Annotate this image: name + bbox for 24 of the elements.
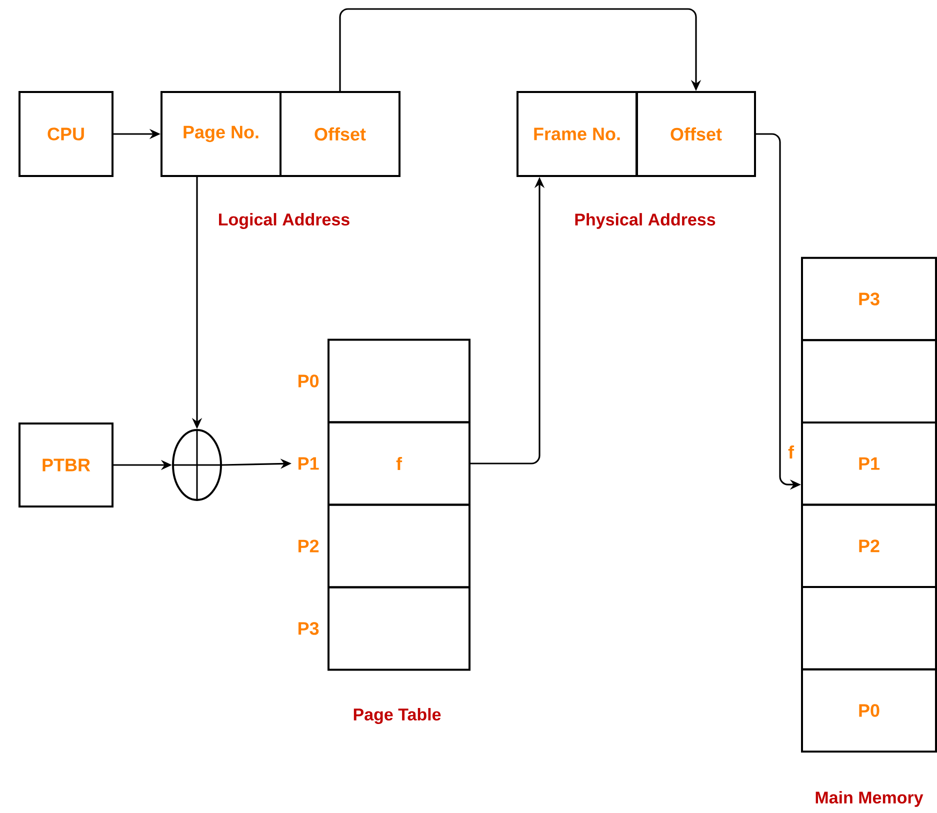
- adder-circle: [171, 428, 223, 502]
- caption-label: Page Table: [354, 708, 441, 724]
- memory-frame: [801, 586, 937, 670]
- address-field-box: Frame No.: [516, 91, 638, 177]
- register-box: CPU: [18, 91, 114, 177]
- caption-label: Logical Address: [219, 213, 350, 229]
- caption-label: Main Memory: [816, 791, 924, 807]
- address-field-box: Offset: [636, 91, 756, 177]
- memory-frame: P3: [801, 256, 937, 342]
- row-label: P3: [298, 622, 319, 635]
- address-field-box: Page No.: [160, 91, 282, 177]
- row-label: P1: [298, 457, 319, 470]
- caption-label: Physical Address: [575, 213, 716, 229]
- memory-frame: P0: [801, 668, 937, 753]
- arrow: [339, 8, 702, 91]
- memory-frame: P1: [801, 421, 937, 506]
- row-label: P2: [298, 540, 319, 552]
- memory-frame: [801, 339, 937, 424]
- register-box: PTBR: [18, 422, 114, 508]
- page-table-entry: f: [328, 421, 470, 506]
- row-label: P0: [298, 374, 319, 388]
- edge-label: f: [787, 444, 795, 460]
- memory-frame: P2: [801, 504, 937, 588]
- address-field-box: Offset: [280, 91, 400, 177]
